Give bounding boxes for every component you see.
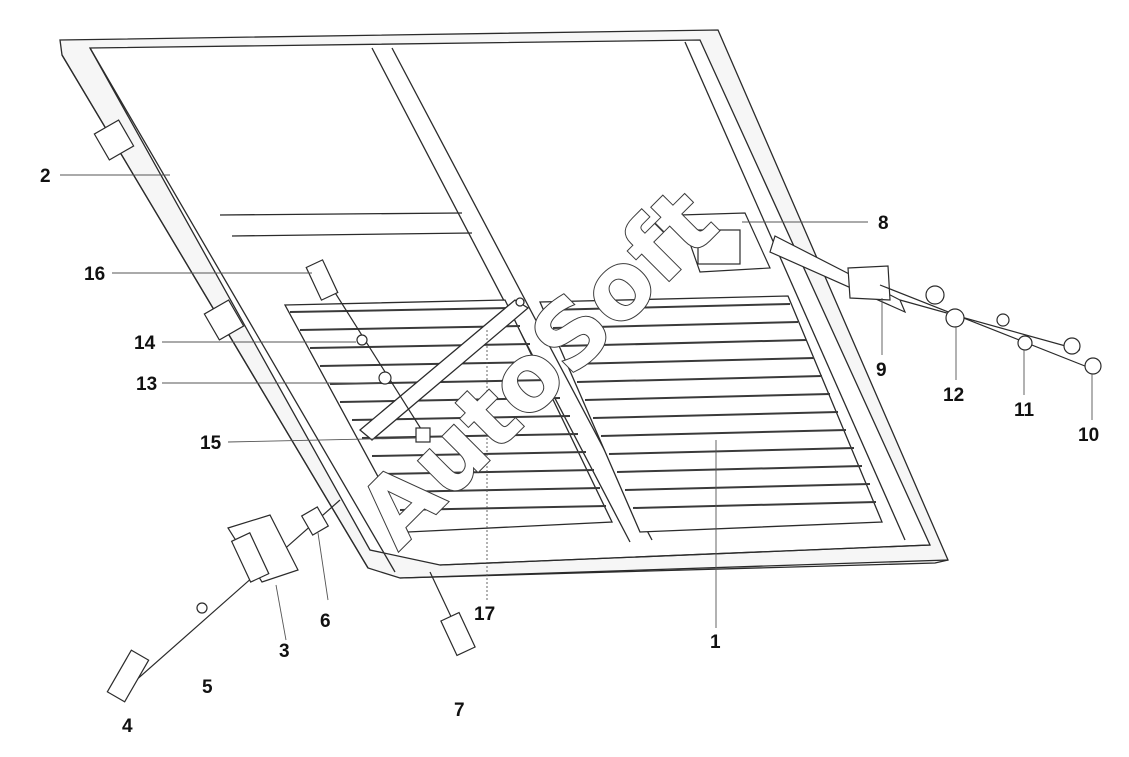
washer-11	[1017, 335, 1033, 351]
slat	[289, 307, 511, 313]
callout-1: 1	[710, 632, 721, 653]
slat	[600, 429, 847, 437]
nut-end	[1063, 337, 1081, 355]
callout-10: 10	[1078, 425, 1099, 446]
brace-end-bolt	[515, 297, 525, 307]
callout-13: 13	[136, 374, 157, 395]
callout-3: 3	[279, 641, 290, 662]
bottom-edge	[439, 544, 931, 566]
washer-5	[196, 602, 208, 614]
slat	[544, 303, 791, 311]
callout-labels: 1 2 3 4 5 6 7 8 9 10 11 12 13 14 15 16 1…	[40, 166, 1099, 737]
rod-axis-line	[879, 284, 1096, 371]
cross-member-top	[219, 212, 463, 216]
left-rail-inner	[89, 47, 396, 573]
slat	[560, 339, 807, 347]
slat	[391, 487, 601, 493]
rod-bracket	[847, 265, 891, 301]
spacer-6	[300, 506, 330, 536]
bolt-10	[1084, 357, 1102, 375]
leader-3	[275, 584, 287, 641]
brace-fasteners	[305, 259, 431, 443]
hinge-axis-line	[124, 499, 341, 691]
hinge-barrel	[230, 532, 270, 583]
bottom-edge-lip	[399, 559, 949, 579]
slat	[381, 469, 595, 475]
bolt-7	[440, 611, 476, 657]
callout-16: 16	[84, 264, 105, 285]
slat	[608, 447, 855, 455]
right-grille-window	[539, 295, 883, 533]
washer-14	[356, 334, 368, 346]
latch-assembly	[679, 212, 907, 314]
latch-body	[697, 229, 741, 265]
rod-hardware	[879, 284, 1102, 375]
brace-bar	[358, 299, 530, 441]
right-rail-inner	[684, 41, 906, 541]
slat	[309, 343, 531, 349]
leader-15	[227, 437, 417, 443]
callout-14: 14	[134, 333, 156, 354]
callout-9: 9	[876, 360, 887, 381]
door-panel	[59, 29, 949, 579]
diagonal-brace	[358, 297, 530, 441]
callout-2: 2	[40, 166, 51, 187]
middle-hinge	[203, 299, 245, 341]
washer-large	[925, 285, 945, 305]
slat	[319, 361, 541, 367]
leader-lines	[60, 174, 1093, 641]
slat	[371, 451, 587, 457]
lower-hinge-assembly	[106, 499, 476, 703]
slat	[592, 411, 839, 419]
slat	[568, 357, 815, 365]
callout-11: 11	[1014, 400, 1035, 421]
upper-hinge	[93, 119, 135, 161]
slat	[624, 483, 871, 491]
bolt-4	[106, 649, 150, 703]
left-grille-window	[283, 299, 614, 533]
cross-member-bottom	[231, 232, 473, 237]
callout-6: 6	[320, 611, 331, 632]
left-rail-hinges	[93, 119, 245, 341]
callout-5: 5	[202, 677, 213, 698]
bolt-16	[305, 259, 339, 301]
rod-axis-line-lower	[899, 299, 1081, 351]
slat	[399, 505, 607, 511]
slat	[576, 375, 823, 383]
leader-6	[317, 532, 329, 601]
callout-15: 15	[200, 433, 222, 454]
callout-4: 4	[122, 716, 133, 737]
slat	[552, 321, 799, 329]
nut-15	[415, 427, 431, 443]
middle-stiffener-left	[371, 47, 631, 543]
callout-17: 17	[474, 604, 495, 625]
slat	[361, 433, 579, 439]
slat	[339, 397, 561, 403]
callout-8: 8	[878, 213, 889, 234]
slat	[584, 393, 831, 401]
callout-12: 12	[943, 385, 964, 406]
callout-7: 7	[454, 700, 465, 721]
nut-13	[378, 371, 392, 385]
fastener-axis	[321, 271, 429, 441]
washer-12	[945, 308, 965, 328]
slat	[632, 501, 877, 509]
spacer	[996, 313, 1010, 327]
slat	[616, 465, 863, 473]
